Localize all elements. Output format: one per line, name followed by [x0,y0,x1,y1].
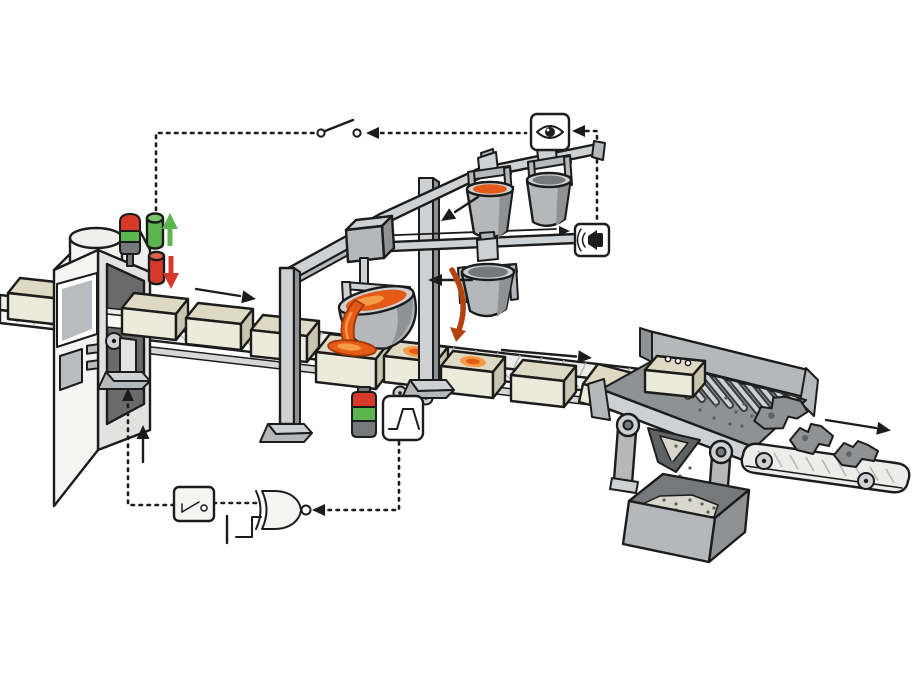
sand-bin [621,472,751,564]
molten-metal [473,184,507,194]
machine-panel [59,348,83,391]
down-arrow-icon [163,256,179,289]
output-conveyor [740,423,911,494]
control-wiring-top [154,118,599,225]
pouring-gantry [259,140,606,443]
flow-right-output-arrow [824,418,891,435]
machine-pedestal [97,332,151,390]
flow-right-midline-arrow [500,348,592,364]
bucket-travel-arrow [441,195,480,221]
pouring-ladle [327,281,418,357]
eye-sensor-icon [529,112,571,152]
mold-empty-5 [509,358,578,409]
slow-down-indicator [147,250,179,289]
pulse-signal-icon [381,394,425,442]
up-arrow-icon [162,213,178,246]
casting-on-shakeout [753,395,809,430]
control-wiring-bottom [122,388,401,545]
casting [833,440,879,468]
flow-right-infeed-arrow [194,287,256,304]
flow-arrows [136,195,891,464]
pivot-leg [609,412,641,494]
step-input-signal [235,516,262,538]
mold-empty-2 [120,291,190,342]
machine-feedback-arrow [136,425,150,464]
speed-up-indicator [145,212,178,250]
xnor-gate-icon [225,490,312,545]
switch-contact-icon [172,485,216,523]
machine-button [86,343,99,355]
machine-stack-light [119,213,141,267]
overhead-bucket-empty-2 [457,231,519,318]
casting [789,423,834,455]
open-switch-icon [316,118,362,138]
speaker-icon [573,222,611,258]
line-stack-light [351,386,377,438]
pour-next-mold-arrow [449,267,466,342]
machine-button [86,359,99,371]
machine-screen [62,280,92,341]
mold-empty-3 [184,301,255,352]
overhead-bucket-molten [465,148,515,239]
